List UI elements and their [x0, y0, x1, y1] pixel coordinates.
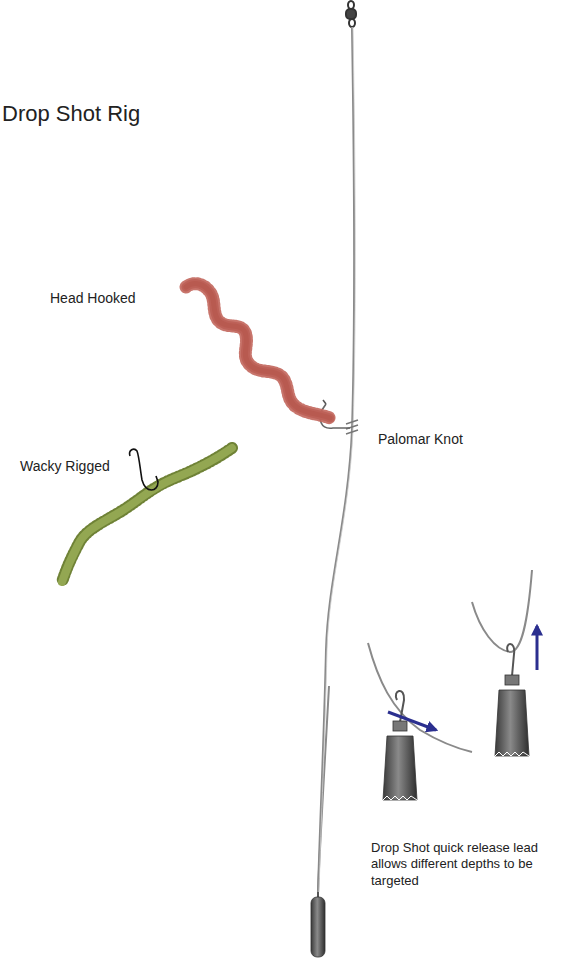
quick-release-left	[368, 643, 472, 800]
hook-point	[323, 400, 326, 404]
sinker	[311, 892, 325, 957]
part-label: Wacky Rigged	[20, 458, 110, 476]
line-highlight	[319, 27, 355, 892]
diagram-title: Drop Shot Rig	[2, 100, 140, 128]
part-label: Palomar Knot	[378, 431, 463, 449]
note-text: Drop Shot quick release lead allows diff…	[371, 840, 565, 889]
palomar-knot	[346, 420, 358, 434]
wacky-hook	[130, 449, 158, 490]
part-label: Head Hooked	[50, 290, 136, 308]
head-hooked-worm	[186, 284, 330, 418]
move-arrow	[388, 712, 436, 730]
quick-release-right	[472, 570, 532, 756]
swivel	[346, 1, 356, 27]
lift-arrow	[536, 626, 539, 670]
main-line	[318, 27, 354, 892]
